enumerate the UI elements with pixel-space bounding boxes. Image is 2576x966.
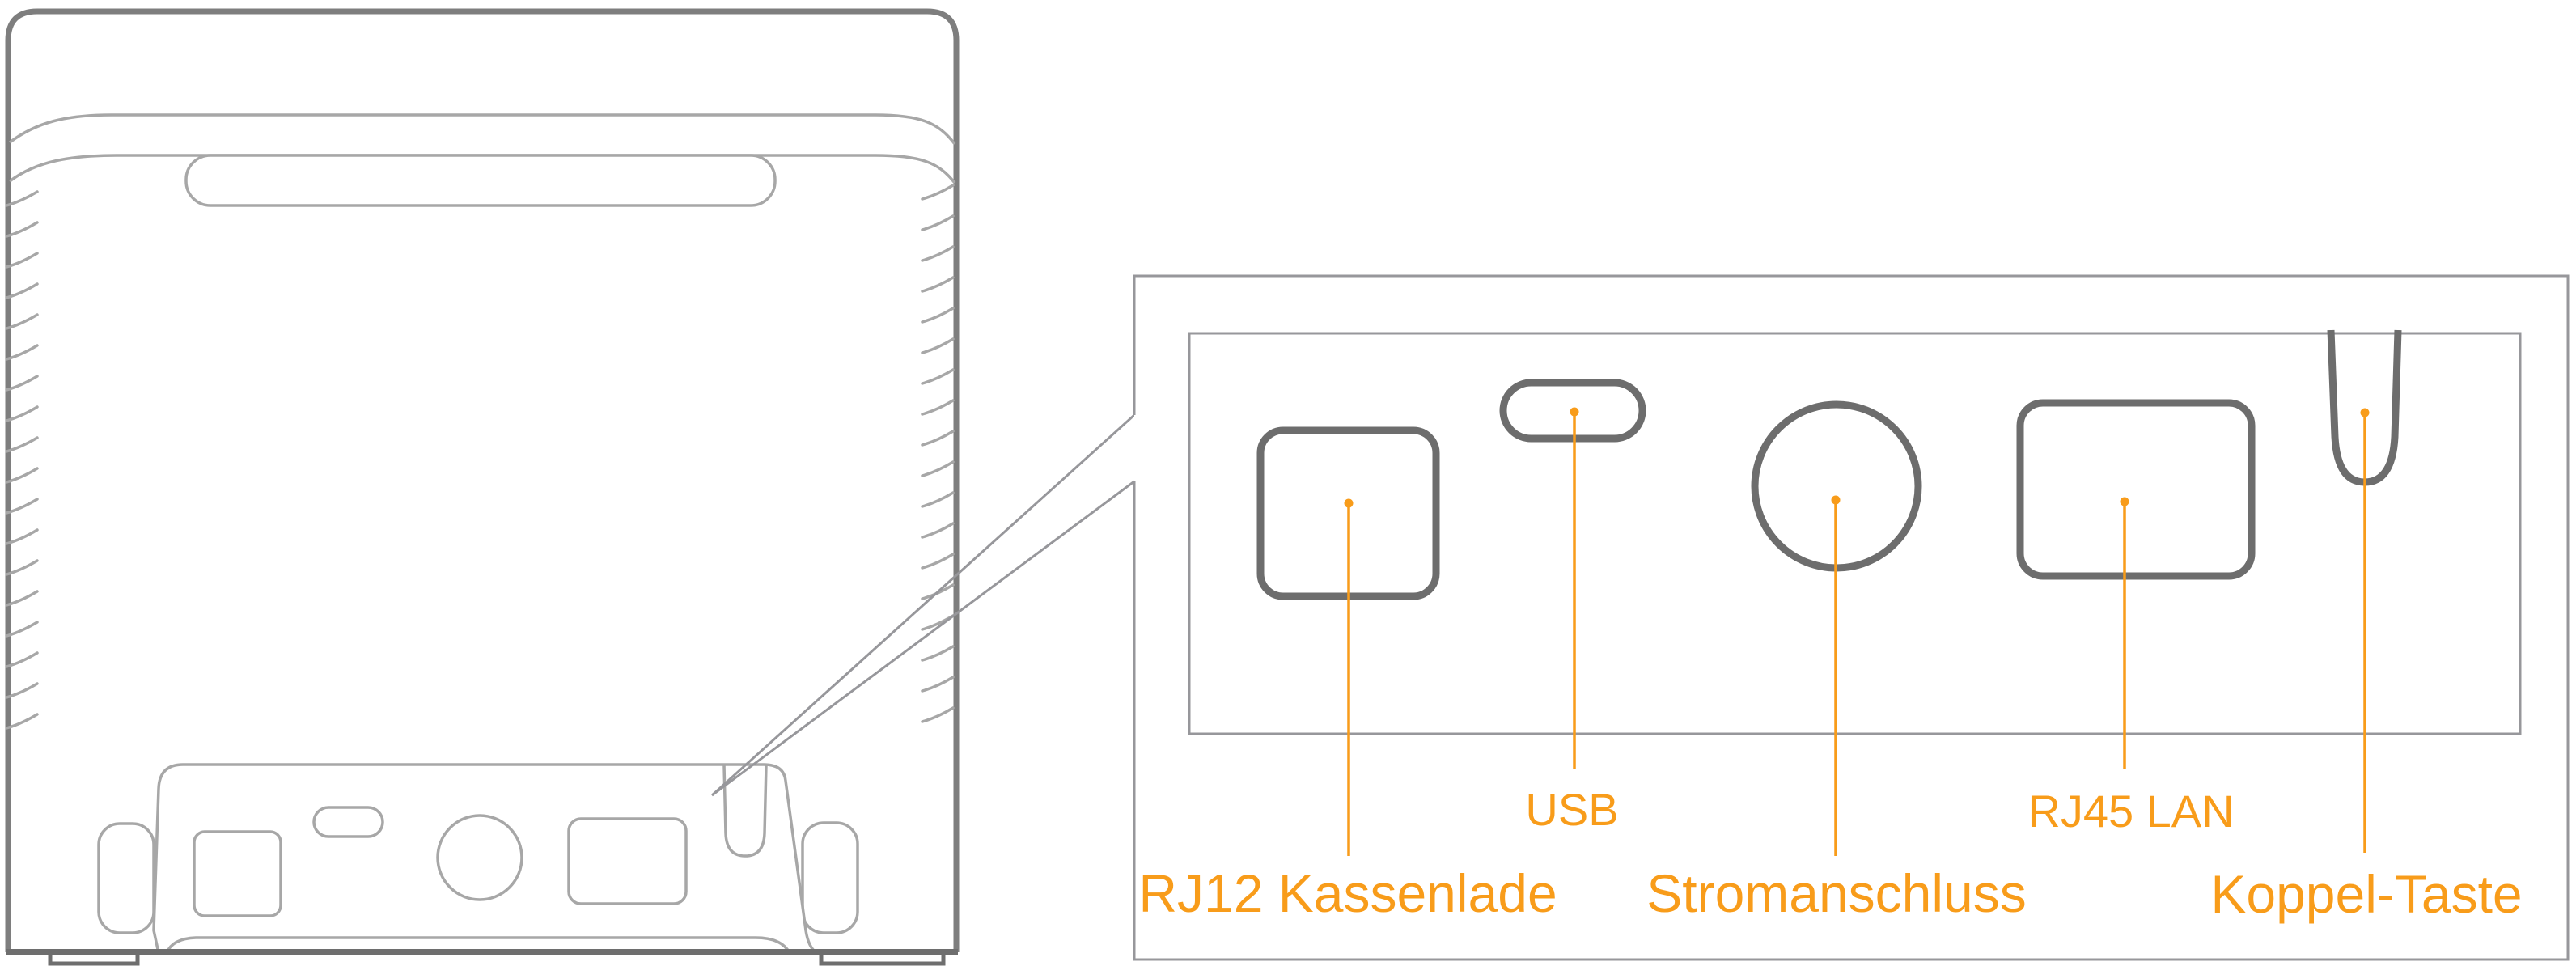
vent-slat-icon xyxy=(5,436,39,453)
vent-slat-icon xyxy=(5,682,39,699)
callout-dot-usb xyxy=(1570,407,1579,417)
magnifier-leader-wedge xyxy=(710,413,1136,797)
vent-slat-icon xyxy=(5,221,39,238)
right-vent-grille xyxy=(921,184,955,723)
vent-slat-icon xyxy=(921,184,955,201)
rj12-label: RJ12 Kassenlade xyxy=(1138,863,1557,923)
vent-slat-icon xyxy=(921,676,955,693)
printer-body-outline xyxy=(5,8,960,952)
vent-slat-icon xyxy=(921,522,955,539)
callout-dot-rj12 xyxy=(1344,498,1354,508)
vent-slat-icon xyxy=(5,282,39,299)
vent-slat-icon xyxy=(5,313,39,330)
rj45-port-zoom-icon xyxy=(2016,399,2256,580)
vent-slat-icon xyxy=(5,344,39,361)
left-vent-grille xyxy=(5,190,39,730)
vent-slat-icon xyxy=(5,498,39,515)
right-bumper xyxy=(801,821,859,934)
usb-port-icon xyxy=(312,806,384,838)
callout-rj12 xyxy=(1344,498,1354,856)
left-bumper xyxy=(97,822,155,934)
vent-slat-icon xyxy=(5,467,39,484)
callout-power xyxy=(1831,495,1841,856)
power-label: Stromanschluss xyxy=(1646,863,2027,923)
rj45-label: RJ45 LAN xyxy=(2027,786,2234,837)
lid-seam-upper xyxy=(8,113,956,146)
leader-line-lower xyxy=(711,480,1135,797)
handle-recess xyxy=(184,154,777,207)
vent-slat-icon xyxy=(921,553,955,570)
printer-back-view xyxy=(5,8,960,966)
vent-slat-icon xyxy=(5,651,39,668)
callout-dot-rj45 xyxy=(2120,497,2129,506)
vent-slat-icon xyxy=(5,621,39,638)
callout-dot-power xyxy=(1831,495,1841,505)
pair-button-icon xyxy=(722,765,768,858)
vent-slat-icon xyxy=(921,460,955,477)
vent-slat-icon xyxy=(921,399,955,416)
lid-seam-lower xyxy=(8,154,956,184)
callout-pair-button xyxy=(2360,408,2370,853)
vent-slat-icon xyxy=(5,190,39,207)
vent-slat-icon xyxy=(921,645,955,662)
vent-slat-icon xyxy=(5,405,39,422)
vent-slat-icon xyxy=(921,368,955,385)
rj45-port-icon xyxy=(567,817,688,905)
zoom-panel: USB RJ45 LAN RJ12 Kassenlade Stromanschl… xyxy=(1133,274,2570,961)
callout-usb xyxy=(1570,407,1579,769)
pair-button-label: Koppel-Taste xyxy=(2210,864,2522,924)
vent-slat-icon xyxy=(921,307,955,324)
callout-rj45 xyxy=(2120,497,2129,769)
rj12-port-icon xyxy=(193,830,282,917)
vent-slat-icon xyxy=(921,491,955,508)
callout-dot-pair-button xyxy=(2360,408,2370,417)
vent-slat-icon xyxy=(5,375,39,392)
vent-slat-icon xyxy=(921,337,955,354)
vent-slat-icon xyxy=(921,245,955,262)
vent-slat-icon xyxy=(5,590,39,607)
vent-slat-icon xyxy=(921,706,955,723)
vent-slat-icon xyxy=(921,214,955,231)
vent-slat-icon xyxy=(5,252,39,269)
usb-label: USB xyxy=(1525,784,1618,835)
vent-slat-icon xyxy=(5,713,39,730)
connector-panel-groove xyxy=(165,936,791,954)
leader-line-upper xyxy=(710,413,1136,797)
power-port-icon xyxy=(436,814,523,901)
vent-slat-icon xyxy=(5,528,39,545)
vent-slat-icon xyxy=(921,276,955,293)
left-foot xyxy=(48,955,140,966)
vent-slat-icon xyxy=(5,559,39,576)
right-foot xyxy=(819,955,946,966)
vent-slat-icon xyxy=(921,430,955,447)
